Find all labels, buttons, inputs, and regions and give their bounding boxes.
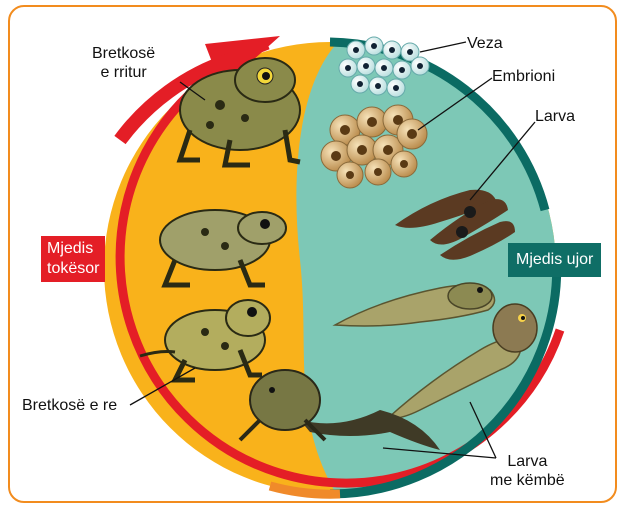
water-environment-badge: Mjedis ujor [508,243,601,277]
label-adult-frog-line2: e rritur [92,63,155,82]
land-environment-badge: Mjedis tokësor [41,236,105,282]
label-eggs: Veza [467,34,503,53]
land-badge-line2: tokësor [47,259,99,279]
label-young-frog: Bretkosë e re [22,396,117,415]
land-badge-line1: Mjedis [47,239,99,259]
label-embryo: Embrioni [492,67,555,86]
label-adult-frog: Bretkosë e rritur [92,44,155,82]
label-legged-larva: Larva me këmbë [490,452,565,490]
label-legged-larva-line1: Larva [490,452,565,471]
label-adult-frog-line1: Bretkosë [92,44,155,63]
label-larva: Larva [535,107,575,126]
label-legged-larva-line2: me këmbë [490,471,565,490]
